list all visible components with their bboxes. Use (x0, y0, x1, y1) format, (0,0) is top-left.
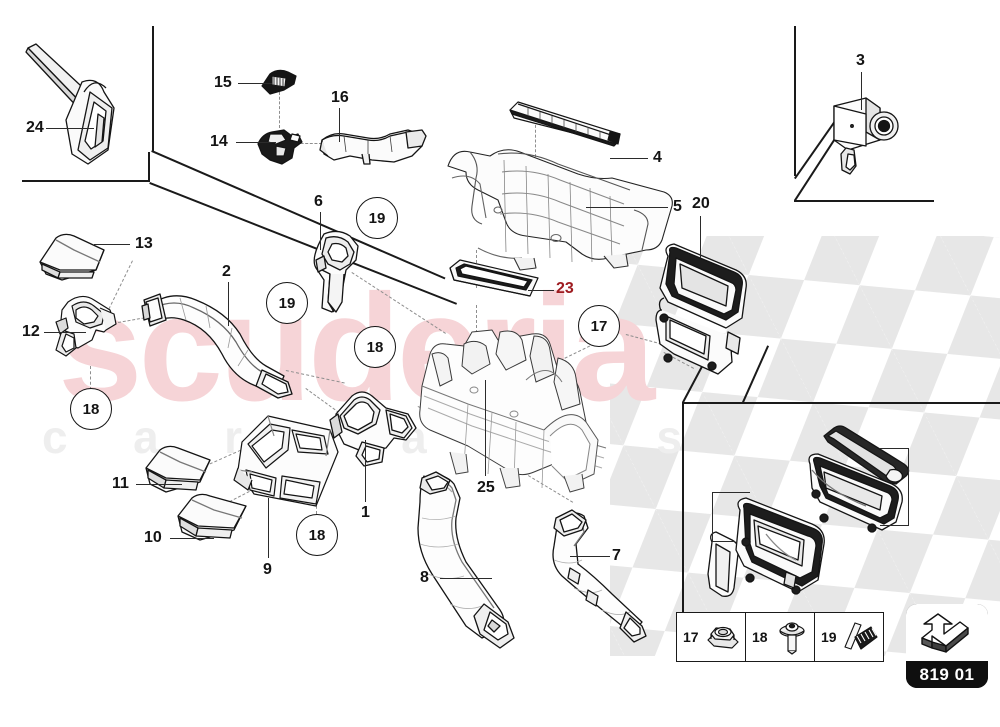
part-outlet-vent-cap-upper[interactable] (34, 232, 110, 282)
frame-diagonal-upper (151, 150, 446, 280)
callout-label-3[interactable]: 3 (856, 52, 865, 69)
part-duct-support-bracket[interactable] (306, 226, 366, 314)
callout-label-6[interactable]: 6 (314, 193, 323, 210)
fastener-balloon-19-top[interactable]: 19 (356, 197, 398, 239)
assembly-dash-4-5 (535, 120, 536, 162)
fastener-balloon-18-mid[interactable]: 18 (354, 326, 396, 368)
leader-3 (861, 72, 863, 110)
leader-15 (238, 83, 272, 85)
callout-label-14[interactable]: 14 (210, 133, 228, 150)
frame-line-topright-vertical (794, 26, 796, 176)
callout-label-20[interactable]: 20 (692, 195, 710, 212)
part-curved-air-duct[interactable] (140, 286, 300, 399)
fastener-balloon-17[interactable]: 17 (578, 305, 620, 347)
fastener-balloon-18-left[interactable]: 18 (70, 388, 112, 430)
leader-21 (46, 128, 94, 130)
callout-label-15[interactable]: 15 (214, 74, 232, 91)
frame-line-bottomright-horizontal (682, 402, 1000, 404)
leader-23 (528, 290, 554, 292)
callout-label-16[interactable]: 16 (331, 89, 349, 106)
bracket-25-top-tick (734, 492, 750, 494)
fastener-balloon-18-low[interactable]: 18 (296, 514, 338, 556)
leader-1 (365, 440, 367, 502)
assembly-dash-23-22 (476, 305, 477, 343)
leader-22 (485, 380, 487, 476)
callout-label-2[interactable]: 2 (222, 263, 231, 280)
callout-label-12[interactable]: 12 (22, 323, 40, 340)
leader-14 (236, 142, 276, 144)
part-hvac-main-unit[interactable] (414, 320, 634, 493)
callout-label-21[interactable]: 24 (26, 119, 44, 136)
legend-number-18: 18 (752, 629, 768, 645)
diagram-number-badge[interactable]: 819 01 (906, 604, 988, 688)
badge-number: 819 01 (906, 661, 988, 688)
arrow-3d-icon (906, 604, 988, 661)
leader-9 (268, 498, 270, 558)
callout-label-1[interactable]: 1 (361, 504, 370, 521)
flange-nut-icon (701, 620, 745, 654)
leader-20 (700, 216, 702, 258)
part-duct-connector-bracket[interactable] (252, 118, 306, 165)
tagline-letter: s (656, 411, 682, 463)
callout-label-11[interactable]: 11 (112, 475, 129, 492)
part-defroster-grille-strip[interactable] (506, 96, 626, 152)
leader-16 (339, 108, 341, 142)
tagline-letter: c (42, 411, 68, 463)
callout-label-23[interactable]: 23 (556, 280, 574, 297)
part-key-blade-remote[interactable] (22, 40, 132, 165)
callout-label-22[interactable]: 25 (477, 479, 495, 496)
bracket-24 (880, 448, 909, 526)
leader-11 (136, 484, 182, 486)
fastener-legend: 17 18 (676, 612, 884, 662)
part-small-clip-bracket[interactable] (258, 66, 300, 96)
callout-label-13[interactable]: 13 (135, 235, 153, 252)
part-flap-servo-motor[interactable] (828, 88, 900, 175)
leader-6 (320, 212, 322, 250)
frame-line-bottomright-vertical (682, 402, 684, 612)
part-vent-grille-assembly[interactable] (806, 424, 938, 544)
leader-13 (94, 244, 130, 246)
part-lower-air-duct-branch[interactable] (540, 506, 652, 643)
legend-number-19: 19 (821, 629, 837, 645)
assembly-dash-15-14 (279, 92, 280, 128)
threaded-bolt-icon (839, 619, 883, 655)
part-twin-vent-housing[interactable] (232, 408, 348, 520)
part-center-vent-seal-frame[interactable] (446, 256, 542, 302)
assembly-dash-14-16 (296, 143, 322, 144)
bracket-25 (712, 492, 735, 542)
callout-label-9[interactable]: 9 (263, 561, 272, 578)
part-vent-housing-with-seal[interactable] (700, 482, 860, 606)
callout-label-10[interactable]: 10 (144, 529, 162, 546)
leader-5 (586, 207, 668, 209)
part-duct-distribution-block[interactable] (326, 386, 422, 470)
callout-label-7[interactable]: 7 (612, 547, 621, 564)
legend-number-17: 17 (683, 629, 699, 645)
part-outlet-vent-cap-right[interactable] (172, 490, 254, 542)
leader-10 (170, 538, 214, 540)
callout-label-8[interactable]: 8 (420, 569, 429, 586)
leader-7 (570, 556, 610, 558)
leader-2 (228, 282, 230, 326)
part-outlet-vent-cap-left[interactable] (140, 444, 216, 494)
leader-4 (610, 158, 648, 160)
part-vent-outlet-assembly-right[interactable] (654, 236, 764, 376)
washer-head-screw-icon (770, 619, 814, 655)
frame-line-topleft-vertical (152, 26, 154, 152)
frame-line-topleft-drop (148, 152, 150, 180)
part-dashboard-air-distributor-housing[interactable] (438, 140, 673, 280)
frame-line-topleft-horizontal (22, 180, 150, 182)
legend-cell-17[interactable]: 17 (677, 613, 746, 661)
part-air-duct-hose-upper[interactable] (318, 126, 427, 166)
leader-8 (440, 578, 492, 580)
frame-line-topright-horizontal (794, 200, 934, 202)
part-lower-air-duct-long[interactable] (406, 470, 532, 649)
fastener-balloon-19-left[interactable]: 19 (266, 282, 308, 324)
legend-cell-18[interactable]: 18 (746, 613, 815, 661)
part-duct-end-fitting[interactable] (48, 288, 128, 364)
callout-label-4[interactable]: 4 (653, 149, 662, 166)
assembly-dash-12-18 (90, 366, 91, 390)
callout-label-5[interactable]: 5 (673, 198, 682, 215)
legend-cell-19[interactable]: 19 (815, 613, 883, 661)
leader-12 (44, 332, 86, 334)
